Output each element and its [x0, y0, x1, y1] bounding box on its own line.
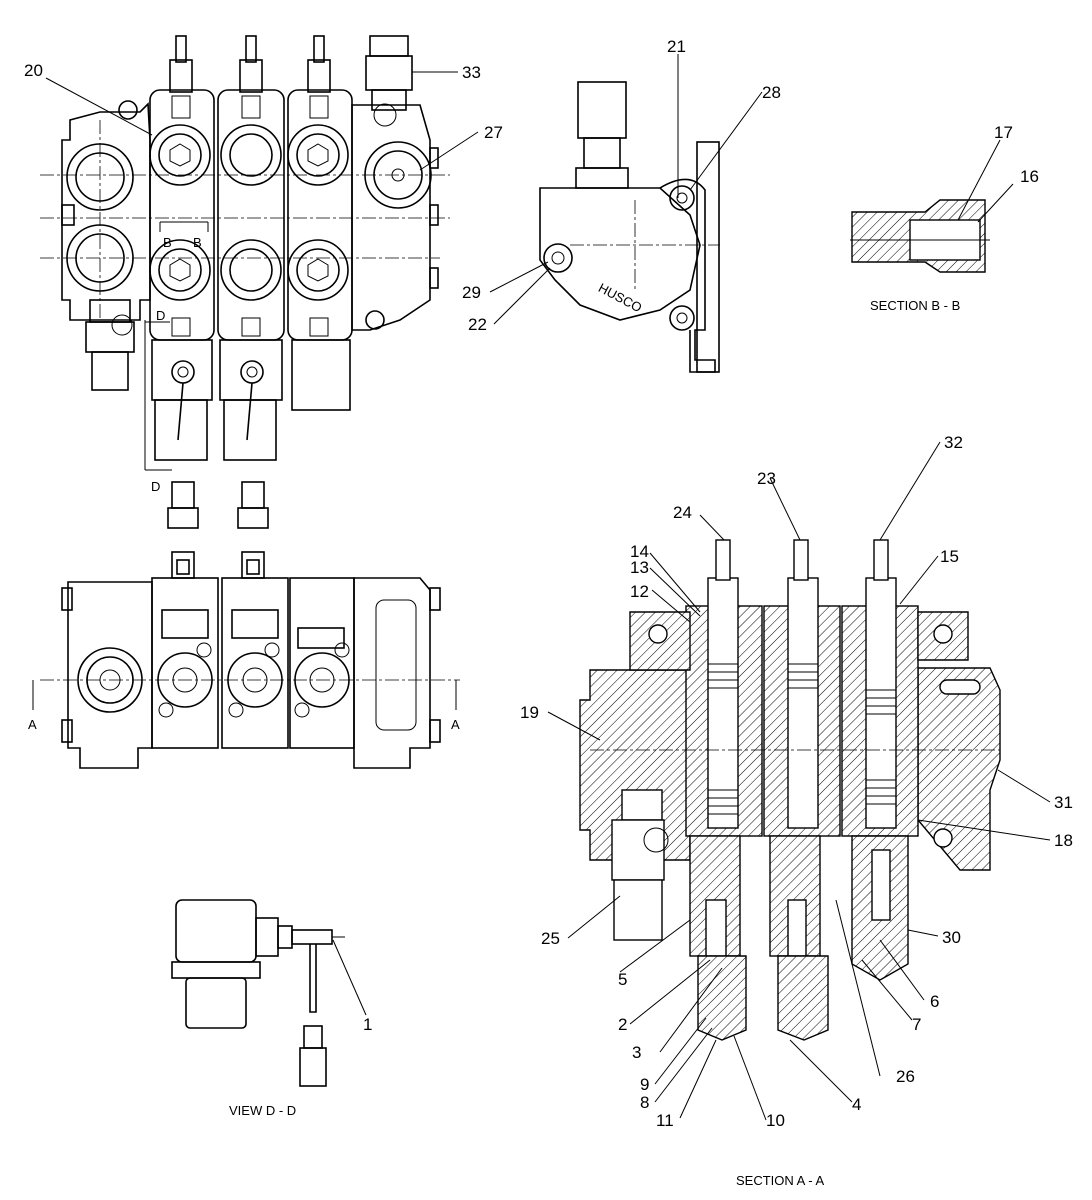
front-section-2 — [217, 35, 285, 529]
callout-leaders — [45, 54, 1051, 1121]
front-section-1 — [149, 35, 215, 529]
callout-19: 19 — [520, 703, 539, 722]
caption-section-bb: SECTION B - B — [870, 298, 960, 313]
callout-29: 29 — [462, 283, 481, 302]
callout-26: 26 — [896, 1067, 915, 1086]
callout-33: 33 — [462, 63, 481, 82]
callout-28: 28 — [762, 83, 781, 102]
callout-32: 32 — [944, 433, 963, 452]
view-marker-d2: D — [151, 479, 160, 494]
callout-2: 2 — [618, 1015, 627, 1034]
callout-16: 16 — [1020, 167, 1039, 186]
view-marker-b1: B — [163, 235, 172, 250]
callout-13: 13 — [630, 558, 649, 577]
callout-17: 17 — [994, 123, 1013, 142]
callout-3: 3 — [632, 1043, 641, 1062]
callout-25: 25 — [541, 929, 560, 948]
callout-30: 30 — [942, 928, 961, 947]
callout-24: 24 — [673, 503, 692, 522]
callout-12: 12 — [630, 582, 649, 601]
callout-15: 15 — [940, 547, 959, 566]
section-bb: SECTION B - B — [850, 199, 990, 313]
side-view: HUSCO — [539, 81, 720, 373]
callout-27: 27 — [484, 123, 503, 142]
callout-11: 11 — [656, 1111, 674, 1130]
top-view: A A — [28, 551, 460, 769]
view-marker-d1: D — [156, 308, 165, 323]
section-aa: SECTION A - A — [579, 539, 1001, 1188]
callout-4: 4 — [852, 1095, 861, 1114]
callout-7: 7 — [912, 1015, 921, 1034]
callout-22: 22 — [468, 315, 487, 334]
callout-23: 23 — [757, 469, 776, 488]
view-marker-a-left: A — [28, 717, 37, 732]
callout-8: 8 — [640, 1093, 649, 1112]
callout-numbers: 20 33 27 21 28 17 16 29 22 32 23 24 14 1… — [24, 37, 1073, 1130]
callout-1: 1 — [363, 1015, 372, 1034]
callout-21: 21 — [667, 37, 686, 56]
callout-5: 5 — [618, 970, 627, 989]
caption-view-dd: VIEW D - D — [229, 1103, 296, 1118]
front-view: B B D D — [40, 35, 450, 529]
view-dd: VIEW D - D — [171, 899, 345, 1118]
husco-casting-mark: HUSCO — [596, 280, 644, 315]
front-section-3 — [287, 35, 353, 411]
callout-31: 31 — [1054, 793, 1073, 812]
view-marker-a-right: A — [451, 717, 460, 732]
view-marker-b2: B — [193, 235, 202, 250]
callout-14: 14 — [630, 542, 649, 561]
callout-10: 10 — [766, 1111, 785, 1130]
callout-9: 9 — [640, 1075, 649, 1094]
callout-20: 20 — [24, 61, 43, 80]
caption-section-aa: SECTION A - A — [736, 1173, 824, 1188]
callout-18: 18 — [1054, 831, 1073, 850]
callout-6: 6 — [930, 992, 939, 1011]
